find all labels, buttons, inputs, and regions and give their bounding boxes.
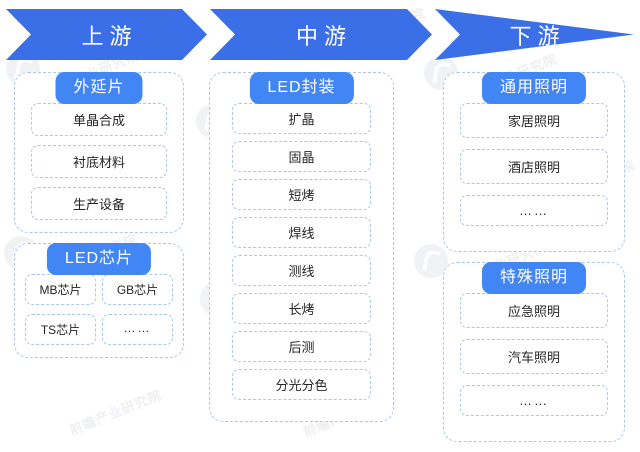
chevron-segment-downstream[interactable]: 下游	[435, 9, 634, 60]
group-title-led-chip[interactable]: LED芯片	[46, 243, 152, 275]
list-item-more[interactable]: ……	[460, 195, 608, 226]
list-item[interactable]: 后测	[232, 331, 371, 362]
column-downstream: 通用照明 家居照明 酒店照明 …… 特殊照明 应急照明 汽车照明 ……	[443, 72, 625, 452]
list-item[interactable]: 单晶合成	[31, 103, 167, 136]
list-item[interactable]: 固晶	[232, 141, 371, 172]
list-item[interactable]: MB芯片	[25, 274, 96, 305]
group-body-led-packaging: 扩晶 固晶 短烤 焊线 测线 长烤 后测 分光分色	[209, 72, 394, 422]
list-item[interactable]: 分光分色	[232, 369, 371, 400]
group-body-epitaxial-wafer: 单晶合成 衬底材料 生产设备	[14, 72, 184, 233]
group-led-packaging: LED封装 扩晶 固晶 短烤 焊线 测线 长烤 后测 分光分色	[209, 72, 394, 422]
column-upstream: 外延片 单晶合成 衬底材料 生产设备 LED芯片 MB芯片 GB芯片 TS芯片 …	[14, 72, 184, 368]
watermark-text: 前瞻产业研究院	[67, 387, 164, 438]
list-item-more[interactable]: ……	[460, 385, 608, 416]
chevron-label-midstream: 中游	[295, 23, 352, 49]
list-item[interactable]: 汽车照明	[460, 339, 608, 374]
list-item[interactable]: 衬底材料	[31, 145, 167, 178]
list-item-more[interactable]: ……	[102, 314, 173, 345]
list-item[interactable]: 家居照明	[460, 103, 608, 138]
item-grid-led-chip: MB芯片 GB芯片 TS芯片 ……	[25, 274, 173, 345]
group-epitaxial-wafer: 外延片 单晶合成 衬底材料 生产设备	[14, 72, 184, 233]
group-general-lighting: 通用照明 家居照明 酒店照明 ……	[443, 72, 625, 252]
list-item[interactable]: 生产设备	[31, 187, 167, 220]
list-item[interactable]: 短烤	[232, 179, 371, 210]
list-item[interactable]: 长烤	[232, 293, 371, 324]
chevron-label-downstream: 下游	[509, 23, 566, 49]
list-item[interactable]: 焊线	[232, 217, 371, 248]
group-title-general-lighting[interactable]: 通用照明	[481, 72, 587, 104]
list-item[interactable]: 酒店照明	[460, 149, 608, 184]
chevron-segment-midstream[interactable]: 中游	[210, 9, 432, 60]
group-title-led-packaging[interactable]: LED封装	[249, 72, 354, 104]
list-item[interactable]: TS芯片	[25, 314, 96, 345]
group-title-special-lighting[interactable]: 特殊照明	[481, 262, 587, 294]
value-chain-header: 上游 中游 下游	[6, 9, 634, 60]
column-midstream: LED封装 扩晶 固晶 短烤 焊线 测线 长烤 后测 分光分色	[209, 72, 394, 432]
list-item[interactable]: 应急照明	[460, 293, 608, 328]
group-body-led-chip: MB芯片 GB芯片 TS芯片 ……	[14, 243, 184, 358]
chevron-label-upstream: 上游	[81, 23, 138, 49]
chevron-segment-upstream[interactable]: 上游	[6, 9, 207, 60]
group-title-epitaxial-wafer[interactable]: 外延片	[55, 72, 143, 104]
list-item[interactable]: 扩晶	[232, 103, 371, 134]
list-item[interactable]: GB芯片	[102, 274, 173, 305]
list-item[interactable]: 测线	[232, 255, 371, 286]
group-led-chip: LED芯片 MB芯片 GB芯片 TS芯片 ……	[14, 243, 184, 358]
group-special-lighting: 特殊照明 应急照明 汽车照明 ……	[443, 262, 625, 442]
